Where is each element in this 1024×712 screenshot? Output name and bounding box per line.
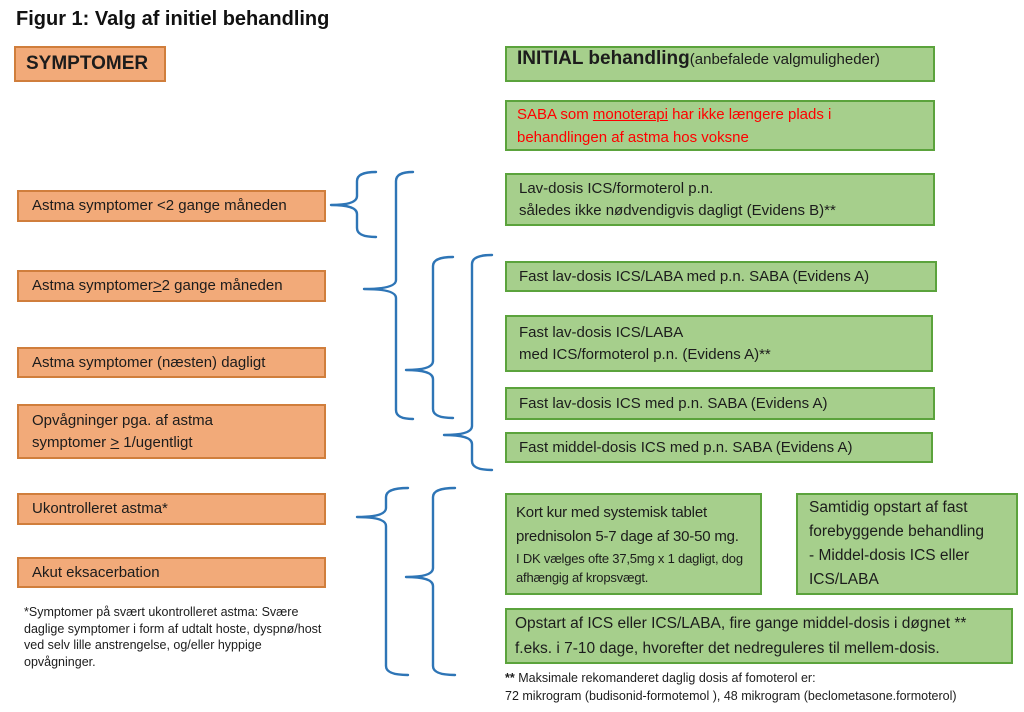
symptom-box-4-line-2: symptomer > 1/ugentligt <box>32 432 316 454</box>
treatments-header-subtitle: (anbefalede valgmuligheder) <box>689 51 880 68</box>
brace-symptom-4 <box>442 253 494 472</box>
symptom-box-4-post: 1/ugentligt <box>119 433 193 451</box>
treatment-box-5: Fast middel-dosis ICS med p.n. SABA (Evi… <box>505 432 933 463</box>
brace-symptom-1 <box>329 170 378 239</box>
brace-symptom-2 <box>362 170 415 421</box>
symptom-box-2-pre: Astma symptomer <box>32 277 153 294</box>
saba-warning-pre: SABA som <box>517 105 593 123</box>
symptom-box-3-label: Astma symptomer (næsten) dagligt <box>32 353 266 371</box>
treatments-footnote-stars: ** <box>505 671 515 685</box>
symptom-box-4-pre: symptomer <box>32 433 111 451</box>
saba-warning-post: har ikke længere plads i <box>667 105 832 123</box>
treatment-box-2: Fast lav-dosis ICS/LABA med p.n. SABA (E… <box>505 261 937 292</box>
symptom-box-6-label: Akut eksacerbation <box>32 563 160 581</box>
treatment-box-6: Kort kur med systemisk tablet prednisolo… <box>505 493 762 595</box>
symptom-box-4: Opvågninger pga. af astma symptomer > 1/… <box>17 404 326 459</box>
symptoms-header-label: SYMPTOMER <box>26 53 149 74</box>
brace-symptom-3 <box>404 255 455 420</box>
saba-warning-line-1: SABA som monoterapi har ikke længere pla… <box>517 103 923 126</box>
symptom-box-2-post: 2 gange måneden <box>161 277 283 294</box>
symptoms-header: SYMPTOMER <box>14 46 166 82</box>
symptom-box-3: Astma symptomer (næsten) dagligt <box>17 347 326 378</box>
treatments-footnote-text-1: Maksimale rekomanderet daglig dosis af f… <box>514 671 816 685</box>
treatments-header-title: INITIAL behandling <box>517 48 690 69</box>
treatment-box-6-main: Kort kur med systemisk tablet prednisolo… <box>516 504 739 545</box>
symptom-box-5-label: Ukontrolleret astma* <box>32 500 168 517</box>
symptom-box-4-line-1: Opvågninger pga. af astma <box>32 411 213 429</box>
treatment-box-3: Fast lav-dosis ICS/LABA med ICS/formoter… <box>505 315 933 372</box>
treatment-box-6-sub: I DK vælges ofte 37,5mg x 1 dagligt, dog… <box>516 551 743 585</box>
treatment-box-5-label: Fast middel-dosis ICS med p.n. SABA (Evi… <box>519 438 853 456</box>
treatments-header: INITIAL behandling (anbefalede valgmulig… <box>505 46 935 82</box>
treatment-box-1: Lav-dosis ICS/formoterol p.n. således ik… <box>505 173 935 226</box>
saba-warning-line-2: behandlingen af astma hos voksne <box>517 128 749 146</box>
treatments-footnote: ** Maksimale rekomanderet daglig dosis a… <box>505 670 1017 705</box>
symptom-box-4-gte: > <box>110 433 120 451</box>
symptom-box-1: Astma symptomer <2 gange måneden <box>17 190 326 222</box>
symptoms-footnote: *Symptomer på svært ukontrolleret astma:… <box>24 605 322 669</box>
treatment-box-7: Samtidig opstart af fast forebyggende be… <box>796 493 1018 595</box>
symptom-box-5: Ukontrolleret astma* <box>17 493 326 525</box>
treatments-footnote-text-2: 72 mikrogram (budisonid-formotemol ), 48… <box>505 688 957 703</box>
treatment-box-4-label: Fast lav-dosis ICS med p.n. SABA (Eviden… <box>519 394 828 412</box>
symptom-box-2: Astma symptomer >2 gange måneden <box>17 270 326 302</box>
brace-symptom-6 <box>404 486 457 677</box>
figure-title: Figur 1: Valg af initiel behandling <box>16 8 330 30</box>
symptom-box-2-gte: > <box>152 277 162 294</box>
treatment-box-4: Fast lav-dosis ICS med p.n. SABA (Eviden… <box>505 387 935 420</box>
saba-warning-underlined: monoterapi <box>592 105 668 123</box>
treatments-footnote-line-1: ** Maksimale rekomanderet daglig dosis a… <box>505 670 1017 688</box>
symptom-box-6: Akut eksacerbation <box>17 557 326 588</box>
saba-warning-box: SABA som monoterapi har ikke længere pla… <box>505 100 935 151</box>
treatment-box-2-label: Fast lav-dosis ICS/LABA med p.n. SABA (E… <box>519 267 870 285</box>
symptom-box-1-label: Astma symptomer <2 gange måneden <box>32 197 287 214</box>
treatment-box-8: Opstart af ICS eller ICS/LABA, fire gang… <box>505 608 1013 664</box>
